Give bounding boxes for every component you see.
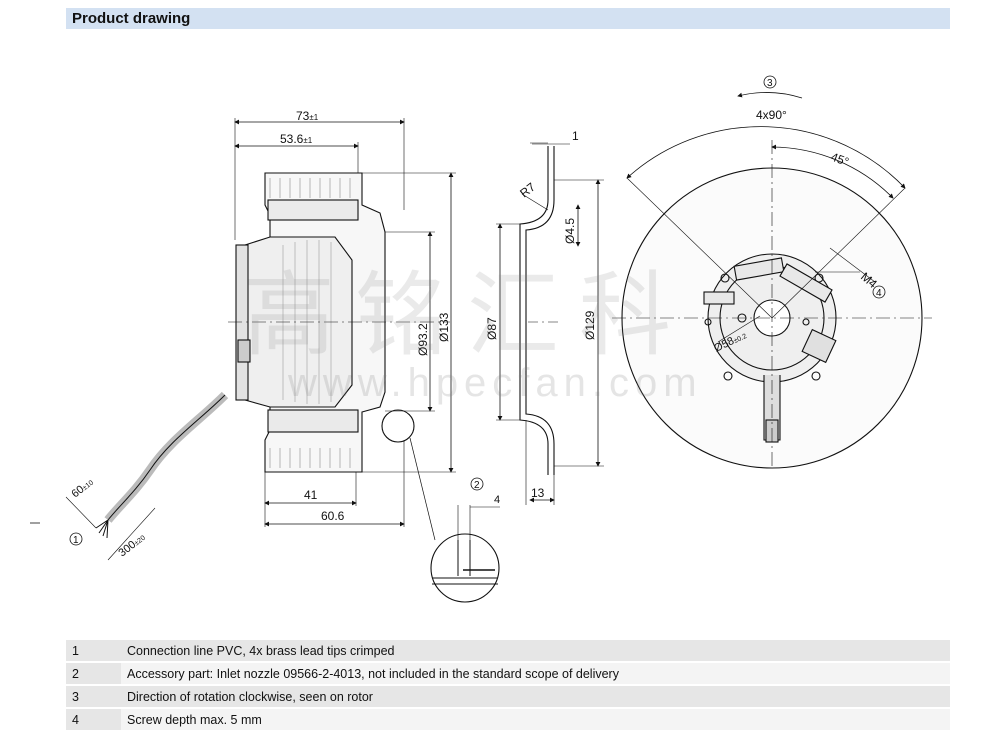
dim-diameter-133: Ø133 [437,312,451,342]
dim-41: 41 [304,488,318,502]
legend-text: Direction of rotation clockwise, seen on… [121,686,950,707]
legend-text: Connection line PVC, 4x brass lead tips … [121,640,950,661]
dim-cable-end: 60±10 [69,476,95,500]
legend-number: 4 [66,709,121,730]
dim-rotor-depth: 53.6±1 [280,132,313,146]
legend-row: 2 Accessory part: Inlet nozzle 09566-2-4… [66,663,950,684]
front-view [612,140,932,470]
callout-1: 1 [73,535,79,546]
callout-1-circle [69,532,83,546]
callout-3: 3 [767,78,773,89]
callout-3-circle [763,75,777,89]
dim-nozzle-radius: R7 [517,180,538,201]
dim-nozzle-depth: 13 [531,486,545,500]
legend-row: 3 Direction of rotation clockwise, seen … [66,686,950,707]
dim-nozzle-thickness: 1 [572,129,579,143]
side-view [95,118,500,603]
dim-angle-45: 45° [829,150,851,169]
callout-4: 4 [876,288,882,299]
section-title: Product drawing [72,10,191,27]
legend-text: Accessory part: Inlet nozzle 09566-2-401… [121,663,950,684]
legend-row: 1 Connection line PVC, 4x brass lead tip… [66,640,950,661]
dim-nozzle-outer: Ø129 [583,310,597,340]
legend-number: 1 [66,640,121,661]
legend-row: 4 Screw depth max. 5 mm [66,709,950,730]
legend-table: 1 Connection line PVC, 4x brass lead tip… [66,638,950,732]
callout-2-circle [470,477,484,491]
dim-60-6: 60.6 [321,509,345,523]
dim-angle-pattern: 4x90° [756,108,787,122]
legend-number: 2 [66,663,121,684]
dim-cable-length: 300±20 [116,531,147,559]
section-header: Product drawing [66,8,950,29]
callout-2: 2 [474,480,480,491]
dim-accessory-gap: 4 [494,494,500,506]
dim-nozzle-inner: Ø87 [485,317,499,340]
callout-4-circle [872,285,886,299]
legend-text: Screw depth max. 5 mm [121,709,950,730]
dim-diameter-93-2: Ø93.2 [416,323,430,356]
dim-nozzle-height: Ø4.5 [563,218,577,244]
technical-drawing: 73±1 53.6±1 41 60.6 Ø93.2 Ø133 60±10 300… [30,75,932,603]
dim-overall-depth: 73±1 [296,109,319,123]
legend-number: 3 [66,686,121,707]
